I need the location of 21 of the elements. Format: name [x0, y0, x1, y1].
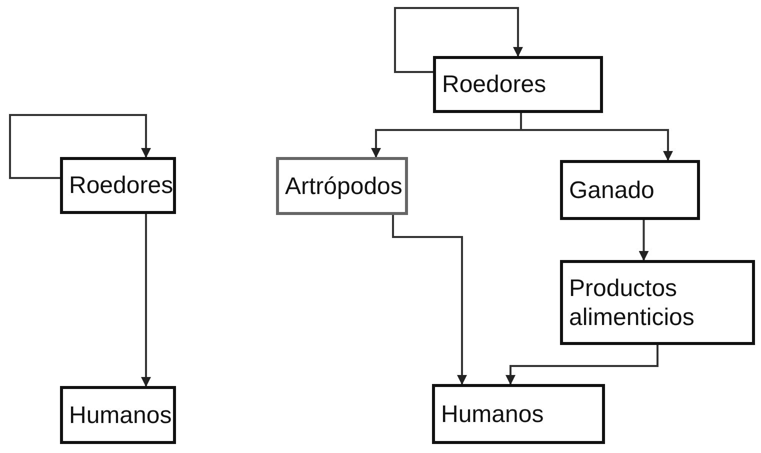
process-box: [60, 386, 176, 444]
arrow: [506, 345, 658, 385]
process-box: [560, 260, 755, 345]
process-box: [432, 384, 605, 444]
process-box: [433, 56, 603, 113]
process-box: [560, 160, 700, 220]
node-label: Roedores: [442, 70, 546, 99]
node-label: Humanos: [69, 400, 172, 430]
arrow: [638, 220, 649, 261]
arrow: [141, 214, 151, 387]
node-label: Roedores: [69, 171, 174, 200]
node-label: Humanos: [441, 400, 544, 428]
arrow: [392, 215, 467, 385]
arrow: [520, 113, 673, 161]
process-box: [276, 157, 408, 215]
arrow: [9, 114, 151, 179]
node-label: Productos alimenticios: [569, 274, 696, 332]
node-label: Artrópodos: [285, 172, 402, 200]
process-box: [60, 157, 176, 214]
node-label: Ganado: [569, 176, 654, 204]
arrow: [394, 7, 523, 73]
